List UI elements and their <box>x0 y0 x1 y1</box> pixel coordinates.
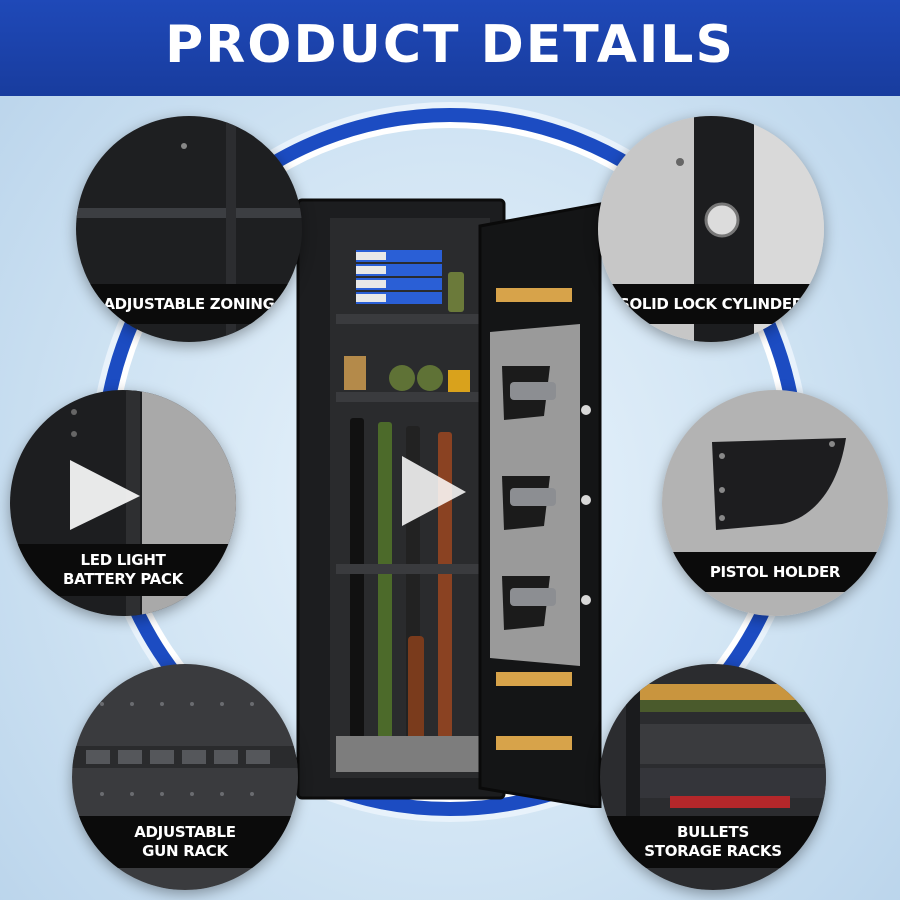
feature-label-line1: LED LIGHT <box>80 551 166 569</box>
feature-pistol-holder: PISTOL HOLDER <box>662 390 888 616</box>
feature-label: ADJUSTABLE ZONING <box>103 294 275 313</box>
feature-label-line2: BATTERY PACK <box>62 570 183 588</box>
feature-adjustable-gun-rack: ADJUSTABLE GUN RACK <box>72 664 298 890</box>
gun-safe-illustration <box>290 196 610 810</box>
feature-adjustable-zoning: ADJUSTABLE ZONING <box>76 116 302 342</box>
feature-label: SOLID LOCK CYLINDER <box>618 294 804 313</box>
feature-led-light: LED LIGHT BATTERY PACK <box>10 390 236 616</box>
page-title: PRODUCT DETAILS <box>165 15 735 75</box>
feature-label-line2: STORAGE RACKS <box>644 842 782 860</box>
feature-bullets-storage-racks: BULLETS STORAGE RACKS <box>600 664 826 890</box>
feature-label-line1: BULLETS <box>677 823 749 841</box>
gun-safe-drawing <box>296 198 602 810</box>
feature-label-line1: ADJUSTABLE <box>134 823 236 841</box>
header-banner: PRODUCT DETAILS <box>0 0 900 96</box>
feature-label-line2: GUN RACK <box>142 842 228 860</box>
feature-solid-lock-cylinder: SOLID LOCK CYLINDER <box>598 116 824 342</box>
feature-label: PISTOL HOLDER <box>709 562 841 581</box>
